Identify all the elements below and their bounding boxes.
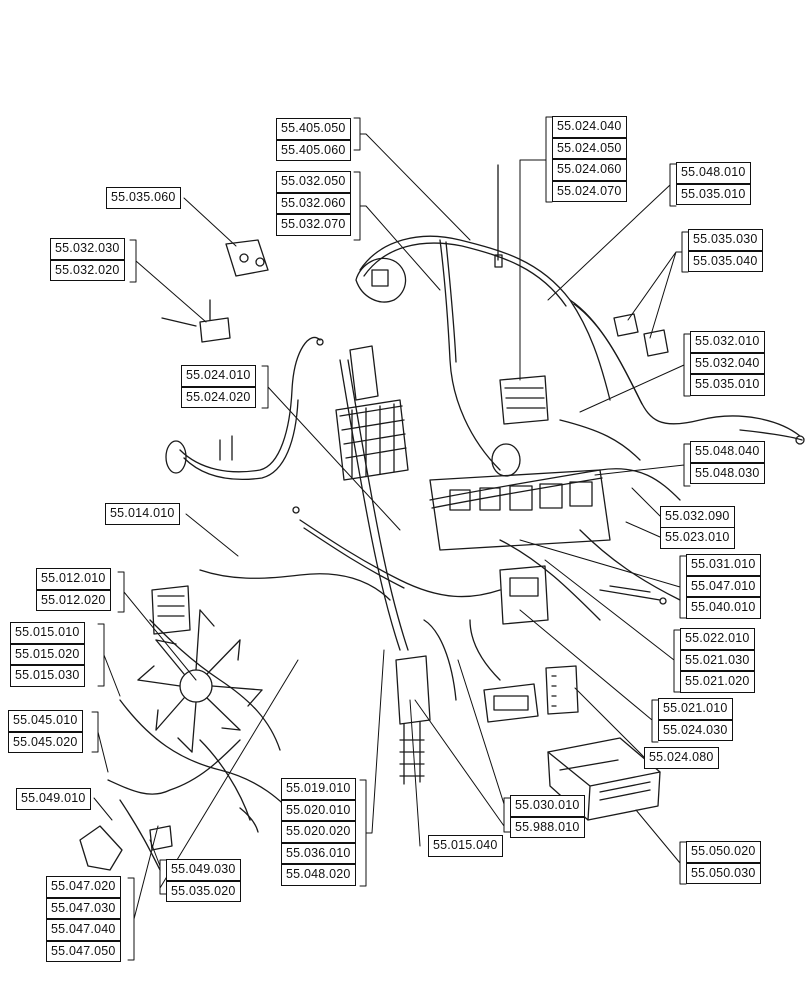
part-ref-label[interactable]: 55.032.060 xyxy=(276,192,351,214)
part-ref-label[interactable]: 55.049.010 xyxy=(16,788,91,810)
part-ref-label[interactable]: 55.024.010 xyxy=(181,365,256,387)
part-ref-label[interactable]: 55.035.020 xyxy=(166,880,241,902)
part-ref-label[interactable]: 55.048.040 xyxy=(690,441,765,463)
callout-030-010: 55.030.010 55.988.010 xyxy=(510,795,585,838)
callout-014-010: 55.014.010 xyxy=(105,503,180,525)
part-ref-label[interactable]: 55.047.050 xyxy=(46,940,121,962)
part-ref-label[interactable]: 55.032.090 xyxy=(660,506,735,528)
part-ref-label[interactable]: 55.048.020 xyxy=(281,864,356,886)
part-ref-label[interactable]: 55.021.030 xyxy=(680,649,755,671)
part-ref-label[interactable]: 55.023.010 xyxy=(660,527,735,549)
part-ref-label[interactable]: 55.048.010 xyxy=(676,162,751,184)
part-ref-label[interactable]: 55.047.010 xyxy=(686,575,761,597)
callout-024-080: 55.024.080 xyxy=(644,747,719,769)
callout-049-030: 55.049.030 55.035.020 xyxy=(166,859,241,902)
callout-023-010: 55.023.010 xyxy=(660,527,735,549)
callout-015-010: 55.015.010 55.015.020 55.015.030 xyxy=(10,622,85,687)
part-ref-label[interactable]: 55.024.020 xyxy=(181,386,256,408)
callout-024-010: 55.024.010 55.024.020 xyxy=(181,365,256,408)
callout-049-010: 55.049.010 xyxy=(16,788,91,810)
part-ref-label[interactable]: 55.030.010 xyxy=(510,795,585,817)
part-ref-label[interactable]: 55.024.030 xyxy=(658,719,733,741)
callout-012-010: 55.012.010 55.012.020 xyxy=(36,568,111,611)
part-ref-label[interactable]: 55.032.020 xyxy=(50,259,125,281)
part-ref-label[interactable]: 55.012.020 xyxy=(36,589,111,611)
part-ref-label[interactable]: 55.050.020 xyxy=(686,841,761,863)
callout-022-010: 55.022.010 55.021.030 55.021.020 xyxy=(680,628,755,693)
callout-021-010: 55.021.010 55.024.030 xyxy=(658,698,733,741)
part-ref-label[interactable]: 55.021.010 xyxy=(658,698,733,720)
part-ref-label[interactable]: 55.020.020 xyxy=(281,821,356,843)
part-ref-label[interactable]: 55.015.010 xyxy=(10,622,85,644)
part-ref-label[interactable]: 55.032.030 xyxy=(50,238,125,260)
part-ref-label[interactable]: 55.032.010 xyxy=(690,331,765,353)
part-ref-label[interactable]: 55.035.060 xyxy=(106,187,181,209)
part-ref-label[interactable]: 55.024.070 xyxy=(552,180,627,202)
part-ref-label[interactable]: 55.988.010 xyxy=(510,816,585,838)
part-ref-label[interactable]: 55.020.010 xyxy=(281,799,356,821)
part-ref-label[interactable]: 55.047.020 xyxy=(46,876,121,898)
callout-050-020: 55.050.020 55.050.030 xyxy=(686,841,761,884)
callout-035-060: 55.035.060 xyxy=(106,187,181,209)
part-ref-label[interactable]: 55.014.010 xyxy=(105,503,180,525)
callout-032-050: 55.032.050 55.032.060 55.032.070 xyxy=(276,171,351,236)
callout-045-010: 55.045.010 55.045.020 xyxy=(8,710,83,753)
callout-035-030: 55.035.030 55.035.040 xyxy=(688,229,763,272)
wiring-harness xyxy=(79,164,805,871)
part-ref-label[interactable]: 55.049.030 xyxy=(166,859,241,881)
part-ref-label[interactable]: 55.015.020 xyxy=(10,643,85,665)
part-ref-label[interactable]: 55.405.050 xyxy=(276,118,351,140)
callout-048-010: 55.048.010 55.035.010 xyxy=(676,162,751,205)
part-ref-label[interactable]: 55.031.010 xyxy=(686,554,761,576)
part-ref-label[interactable]: 55.032.070 xyxy=(276,214,351,236)
part-ref-label[interactable]: 55.035.030 xyxy=(688,229,763,251)
part-ref-label[interactable]: 55.024.040 xyxy=(552,116,627,138)
callout-048-040: 55.048.040 55.048.030 xyxy=(690,441,765,484)
part-ref-label[interactable]: 55.050.030 xyxy=(686,862,761,884)
part-ref-label[interactable]: 55.035.010 xyxy=(676,183,751,205)
part-ref-label[interactable]: 55.022.010 xyxy=(680,628,755,650)
part-ref-label[interactable]: 55.045.010 xyxy=(8,710,83,732)
part-ref-label[interactable]: 55.032.050 xyxy=(276,171,351,193)
part-ref-label[interactable]: 55.024.050 xyxy=(552,137,627,159)
callout-047-020: 55.047.020 55.047.030 55.047.040 55.047.… xyxy=(46,876,121,962)
callout-032-010: 55.032.010 55.032.040 55.035.010 xyxy=(690,331,765,396)
callout-032-090: 55.032.090 xyxy=(660,506,735,528)
part-ref-label[interactable]: 55.040.010 xyxy=(686,597,761,619)
callout-031-010: 55.031.010 55.047.010 55.040.010 xyxy=(686,554,761,619)
part-ref-label[interactable]: 55.047.040 xyxy=(46,919,121,941)
callout-015-040: 55.015.040 xyxy=(428,835,503,857)
part-ref-label[interactable]: 55.024.080 xyxy=(644,747,719,769)
part-ref-label[interactable]: 55.021.020 xyxy=(680,671,755,693)
callout-405: 55.405.050 55.405.060 xyxy=(276,118,351,161)
callout-019-010: 55.019.010 55.020.010 55.020.020 55.036.… xyxy=(281,778,356,886)
part-ref-label[interactable]: 55.405.060 xyxy=(276,139,351,161)
part-ref-label[interactable]: 55.015.040 xyxy=(428,835,503,857)
part-ref-label[interactable]: 55.048.030 xyxy=(690,462,765,484)
part-ref-label[interactable]: 55.015.030 xyxy=(10,665,85,687)
part-ref-label[interactable]: 55.035.010 xyxy=(690,374,765,396)
part-ref-label[interactable]: 55.032.040 xyxy=(690,352,765,374)
part-ref-label[interactable]: 55.012.010 xyxy=(36,568,111,590)
part-ref-label[interactable]: 55.036.010 xyxy=(281,842,356,864)
part-ref-label[interactable]: 55.045.020 xyxy=(8,731,83,753)
part-ref-label[interactable]: 55.024.060 xyxy=(552,159,627,181)
part-ref-label[interactable]: 55.035.040 xyxy=(688,250,763,272)
part-ref-label[interactable]: 55.019.010 xyxy=(281,778,356,800)
callout-024-040: 55.024.040 55.024.050 55.024.060 55.024.… xyxy=(552,116,627,202)
callout-032-030: 55.032.030 55.032.020 xyxy=(50,238,125,281)
part-ref-label[interactable]: 55.047.030 xyxy=(46,897,121,919)
